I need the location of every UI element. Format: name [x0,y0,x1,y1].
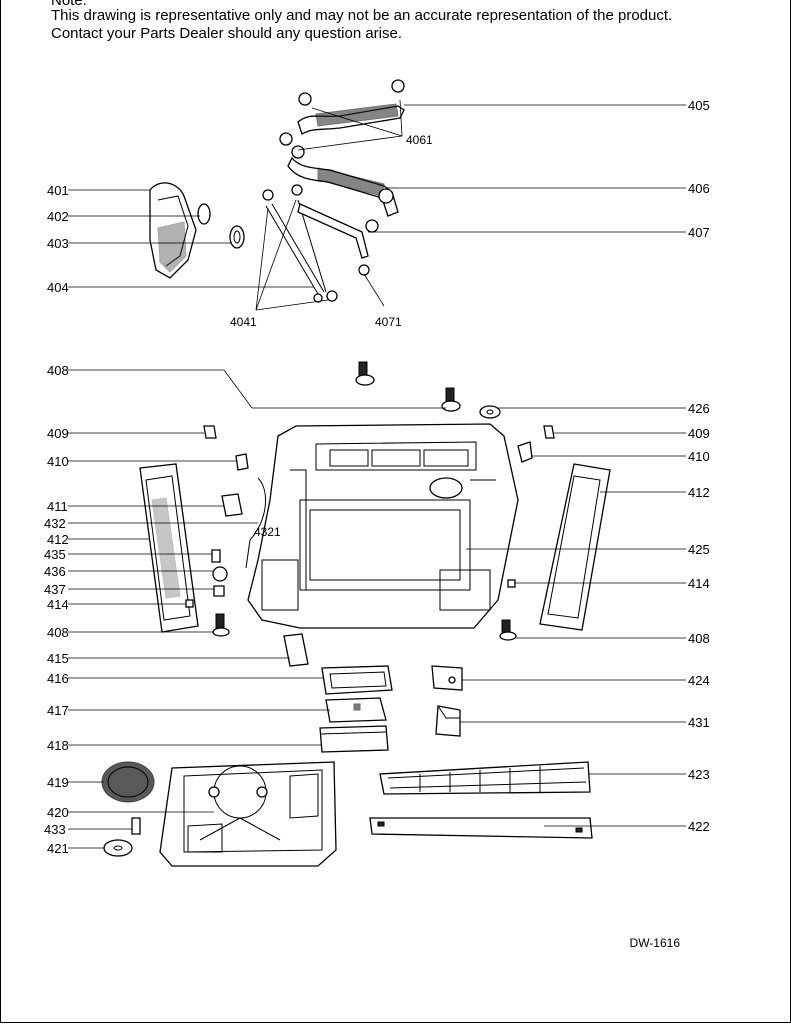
part-base-425 [247,423,519,629]
label-404: 404 [47,280,69,295]
label-410-left: 410 [47,454,69,469]
part-hose-406 [287,145,399,233]
label-418: 418 [47,738,69,753]
part-421 [103,839,133,857]
label-417: 417 [47,703,69,718]
drawing-code: DW-1616 [629,936,680,950]
note-heading: Note: [51,0,87,9]
label-4071: 4071 [375,315,402,329]
leader-lines [68,99,686,849]
label-4041: 4041 [230,315,257,329]
label-419: 419 [47,775,69,790]
label-435: 435 [44,547,66,562]
part-strip-422 [369,817,593,839]
label-407: 407 [688,225,710,240]
note-line-1: This drawing is representative only and … [51,7,673,24]
label-410-right: 410 [688,449,710,464]
label-424: 424 [688,673,710,688]
label-421: 421 [47,841,69,856]
label-408-left: 408 [47,625,69,640]
part-tube-404 [262,184,338,303]
label-402: 402 [47,209,69,224]
part-clips [203,425,555,471]
part-filter-419 [101,761,155,803]
part-cover-418 [319,725,389,753]
part-bracket-431 [435,705,461,737]
label-436: 436 [44,564,66,579]
label-432: 432 [44,516,66,531]
part-rail-423 [379,761,591,795]
label-403: 403 [47,236,69,251]
label-412-left: 412 [47,532,69,547]
label-412-right: 412 [688,485,710,500]
label-409-left: 409 [47,426,69,441]
label-422: 422 [688,819,710,834]
label-420: 420 [47,805,69,820]
part-433 [131,817,141,835]
label-401: 401 [47,183,69,198]
label-408-top: 408 [47,363,69,378]
label-437: 437 [44,582,66,597]
label-411: 411 [47,499,68,514]
label-416: 416 [47,671,69,686]
part-tray-420 [159,761,337,867]
part-box-416 [321,665,393,695]
label-425: 425 [688,542,710,557]
label-426: 426 [688,401,710,416]
label-405: 405 [688,98,710,113]
part-tube-407 [297,203,370,276]
label-433: 433 [44,822,66,837]
label-423: 423 [688,767,710,782]
part-panel-412-right [539,463,611,631]
label-4321: 4321 [254,525,281,539]
part-board-417 [325,697,387,723]
label-409-right: 409 [688,426,710,441]
label-4061: 4061 [406,133,433,147]
label-415: 415 [47,651,69,666]
label-431: 431 [688,715,710,730]
label-408-right: 408 [688,631,710,646]
label-406: 406 [688,181,710,196]
label-414-left: 414 [47,597,69,612]
part-hose-405 [279,79,405,146]
label-414-right: 414 [688,576,710,591]
part-bracket-424 [431,665,463,691]
part-screws-408-top [355,361,501,419]
part-cover-401 [149,182,245,279]
part-labels: 401 402 403 404 405 406 407 4061 4041 40… [44,98,710,856]
note-line-2: Contact your Parts Dealer should any que… [51,25,403,42]
